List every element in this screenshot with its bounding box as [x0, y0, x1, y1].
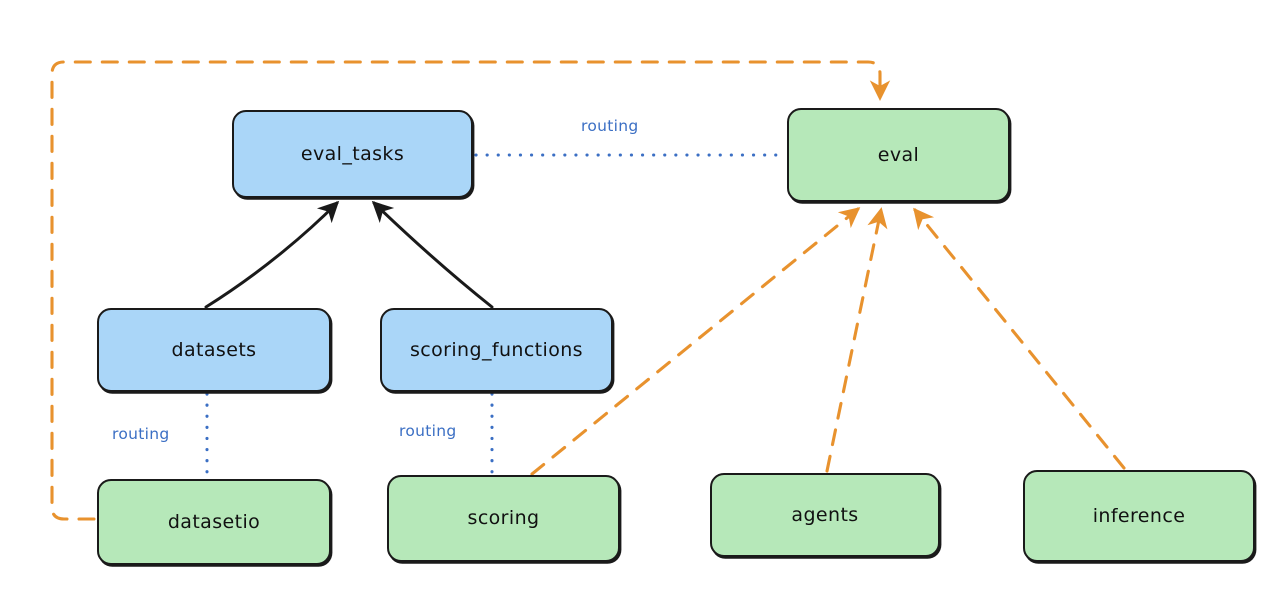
node-label: scoring_functions	[410, 338, 583, 361]
edge-inference-to-eval	[913, 207, 1126, 470]
node-label: scoring	[467, 507, 540, 530]
node-label: datasets	[171, 338, 257, 361]
edge-label-routing-datasets-datasetio: routing	[112, 425, 170, 443]
node-scoring-functions[interactable]: scoring_functions	[380, 308, 613, 392]
node-datasetio[interactable]: datasetio	[97, 479, 331, 565]
edge-agents-to-eval	[825, 207, 888, 473]
node-eval[interactable]: eval	[787, 108, 1010, 202]
node-agents[interactable]: agents	[710, 473, 940, 557]
node-label: eval	[877, 143, 920, 166]
edge-datasets-to-eval-tasks	[204, 200, 340, 309]
node-label: datasetio	[167, 510, 261, 533]
edge-scoring-functions-to-eval-tasks	[371, 200, 494, 309]
node-inference[interactable]: inference	[1023, 470, 1255, 562]
node-label: agents	[791, 503, 859, 526]
node-label: inference	[1092, 504, 1186, 527]
node-datasets[interactable]: datasets	[97, 308, 331, 392]
node-scoring[interactable]: scoring	[387, 475, 620, 562]
node-eval-tasks[interactable]: eval_tasks	[232, 110, 473, 198]
edge-label-routing-eval-tasks-eval: routing	[581, 117, 639, 135]
edge-label-routing-scoring-functions-scoring: routing	[399, 422, 457, 440]
node-label: eval_tasks	[300, 142, 405, 165]
